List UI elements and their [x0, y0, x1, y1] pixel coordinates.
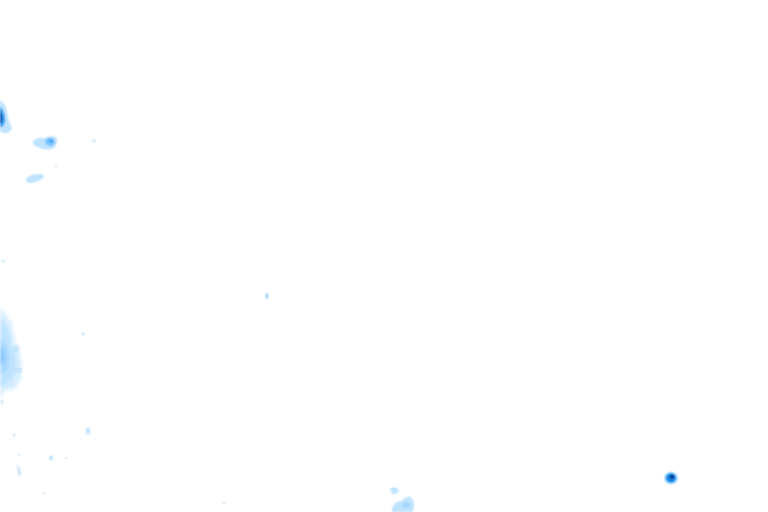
precip-area: [402, 502, 410, 508]
precip-cell-strong: [664, 472, 678, 484]
precip-speck: [81, 332, 85, 336]
precip-speck: [49, 455, 53, 461]
precip-speck: [1, 259, 5, 263]
precip-area: [0, 338, 10, 374]
precip-pixel: [12, 346, 18, 352]
precip-speck: [42, 491, 46, 495]
precip-speck: [17, 453, 21, 457]
precip-pixel: [6, 380, 14, 386]
precip-core: [0, 110, 3, 124]
precip-speck: [265, 293, 269, 299]
precip-area: [0, 346, 5, 364]
precip-core: [669, 474, 675, 480]
precip-speck: [12, 433, 16, 437]
precip-cell-small-a: [32, 136, 58, 150]
precip-speck: [222, 501, 226, 505]
precip-speck: [54, 165, 58, 167]
precip-cell-topleft: [0, 100, 12, 134]
precip-cluster-left: [0, 308, 22, 398]
precip-area: [390, 487, 399, 495]
precip-area: [26, 174, 45, 184]
precip-core: [48, 139, 54, 143]
precip-speck: [64, 456, 68, 460]
precip-speck: [85, 427, 91, 435]
precip-area: [17, 465, 22, 476]
precip-speck: [0, 399, 4, 405]
precip-cell-bottom-center: [390, 487, 415, 512]
precip-pixel: [14, 368, 22, 373]
precip-speck: [92, 139, 96, 143]
